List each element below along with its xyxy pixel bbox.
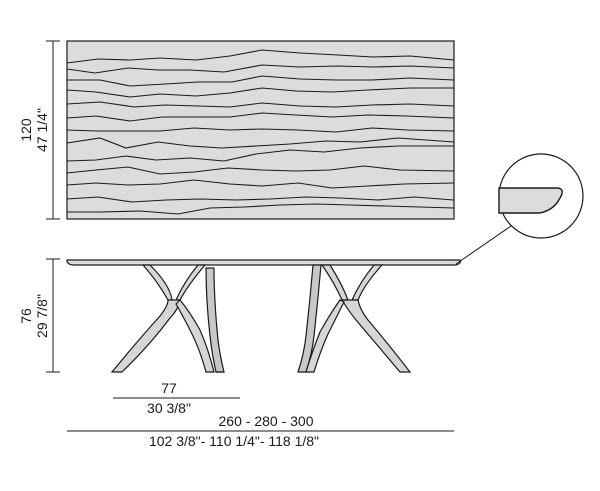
- leg-width-in-label: 30 3/8": [147, 400, 191, 416]
- edge-detail-leader: [455, 225, 512, 265]
- table-elevation-view: [66, 259, 462, 373]
- tabletop-outline: [66, 40, 455, 220]
- right-leg: [297, 264, 412, 373]
- top-height-in-label: 47 1/4": [34, 108, 50, 152]
- top-height-cm-label: 120: [18, 118, 34, 142]
- length-in-label: 102 3/8"- 110 1/4"- 118 1/8": [149, 433, 319, 449]
- left-leg: [110, 264, 225, 373]
- length-cm-label: 260 - 280 - 300: [219, 413, 314, 429]
- dimension-lines: [46, 40, 454, 432]
- edge-detail: [455, 153, 584, 265]
- leg-width-cm-label: 77: [161, 380, 177, 396]
- edge-detail-profile: [498, 187, 563, 214]
- tabletop-plan-view: [66, 40, 455, 220]
- wood-grain-lines: [66, 49, 455, 215]
- dimension-labels: 120 47 1/4" 76 29 7/8" 77 30 3/8" 260 - …: [18, 108, 319, 449]
- table-height-cm-label: 76: [18, 308, 34, 324]
- table-height-in-label: 29 7/8": [34, 294, 50, 338]
- tabletop-edge: [66, 259, 462, 266]
